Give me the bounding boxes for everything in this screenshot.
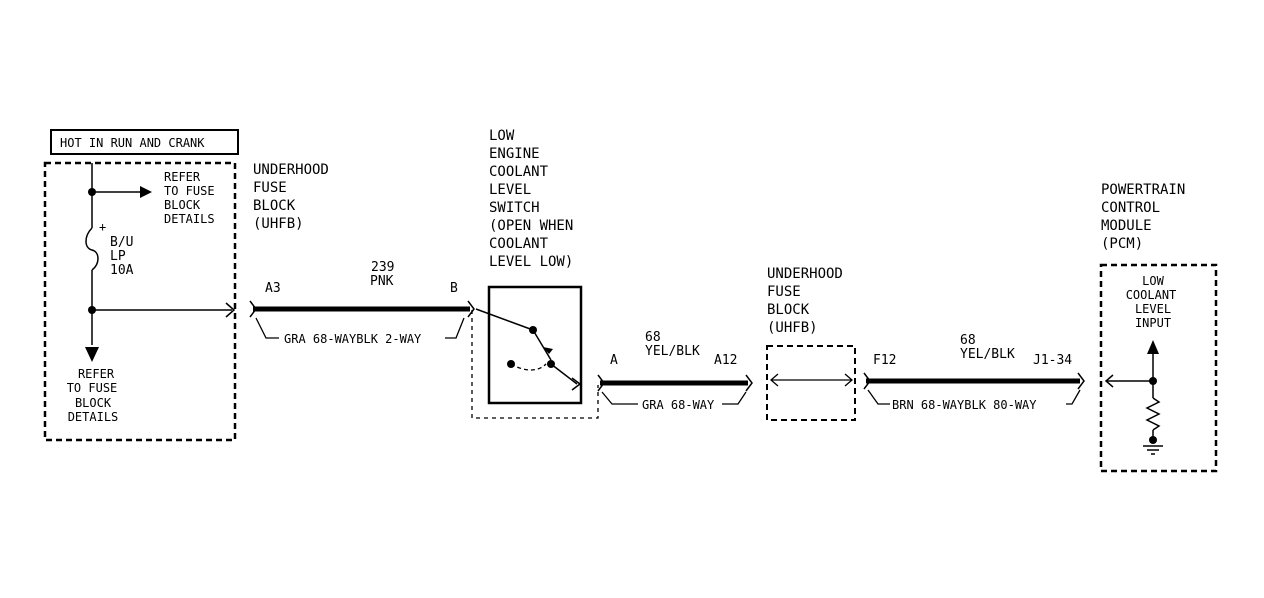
switch-out-chevron xyxy=(571,377,582,391)
switch-label-5: SWITCH xyxy=(489,200,540,216)
refer-top-1: REFER xyxy=(164,170,201,184)
switch-blade-arrow xyxy=(543,347,553,354)
fuse-output-chevron xyxy=(225,302,236,318)
wire2-left-end xyxy=(597,374,605,392)
switch-label-1: LOW xyxy=(489,128,515,144)
refer-bottom-3: BLOCK xyxy=(75,396,112,410)
uhfb1-label-3: BLOCK xyxy=(253,198,296,214)
wire1-circuit: 239 xyxy=(371,260,394,275)
uhfb2-label-1: UNDERHOOD xyxy=(767,266,843,282)
refer-bottom-4: DETAILS xyxy=(68,410,119,424)
uhfb1-label-1: UNDERHOOD xyxy=(253,162,329,178)
switch-label-6: (OPEN WHEN xyxy=(489,218,573,234)
refer-top-3: BLOCK xyxy=(164,198,201,212)
pcm-input-chevron xyxy=(1104,374,1114,388)
wire2-pin-right: A12 xyxy=(714,353,737,368)
uhfb2-left-chevron xyxy=(770,373,779,387)
wire1-pin-right: B xyxy=(450,281,458,296)
pcm-label-2: CONTROL xyxy=(1101,200,1160,216)
pcm-label-4: (PCM) xyxy=(1101,236,1143,252)
refer-top-4: DETAILS xyxy=(164,212,215,226)
wire3-circuit: 68 xyxy=(960,333,976,348)
pcm-input-3: LEVEL xyxy=(1135,302,1171,316)
fuse-plus: + xyxy=(99,220,106,234)
wire1-color: PNK xyxy=(370,274,394,289)
uhfb2-label-2: FUSE xyxy=(767,284,801,300)
fuse-label-3: 10A xyxy=(110,263,134,278)
uhfb1-label-2: FUSE xyxy=(253,180,287,196)
wire2-connector: GRA 68-WAY xyxy=(642,398,715,412)
pcm-input-1: LOW xyxy=(1142,274,1164,288)
fuse-block-left-outline xyxy=(43,161,237,442)
wire3-color: YEL/BLK xyxy=(960,347,1015,362)
wire3-left-end xyxy=(863,372,871,390)
switch-label-3: COOLANT xyxy=(489,164,549,180)
pcm-label-3: MODULE xyxy=(1101,218,1152,234)
wire3-pin-left: F12 xyxy=(873,353,896,368)
pcm-resistor xyxy=(1145,397,1161,431)
uhfb2-label-4: (UHFB) xyxy=(767,320,818,336)
wire2-circuit: 68 xyxy=(645,330,661,345)
switch-label-8: LEVEL LOW) xyxy=(489,254,573,270)
wire3-pin-right: J1-34 xyxy=(1033,353,1072,368)
hot-label-box xyxy=(50,129,239,155)
wire3-connector: BRN 68-WAYBLK 80-WAY xyxy=(892,398,1037,412)
switch-label-2: ENGINE xyxy=(489,146,540,162)
wire2-right-end xyxy=(745,374,753,392)
uhfb2-right-chevron xyxy=(844,373,853,387)
uhfb2-outline xyxy=(766,345,856,421)
wire1-connector: GRA 68-WAYBLK 2-WAY xyxy=(284,332,422,346)
uhfb2-label-3: BLOCK xyxy=(767,302,810,318)
switch-label-7: COOLANT xyxy=(489,236,549,252)
refer-top-arrowhead xyxy=(140,186,152,198)
wire2-color: YEL/BLK xyxy=(645,344,700,359)
wire2-pin-left: A xyxy=(610,353,618,368)
refer-bottom-2: TO FUSE xyxy=(67,381,118,395)
refer-bottom-1: REFER xyxy=(78,367,115,381)
switch-blade xyxy=(532,329,552,361)
switch-label-4: LEVEL xyxy=(489,182,531,198)
wire1-pin-left: A3 xyxy=(265,281,281,296)
wire3-right-end xyxy=(1077,372,1085,390)
fuse-symbol xyxy=(85,227,99,271)
pcm-label-1: POWERTRAIN xyxy=(1101,182,1185,198)
wire2-connector-bracket xyxy=(601,391,747,405)
uhfb1-label-4: (UHFB) xyxy=(253,216,304,232)
wire1-left-end xyxy=(249,300,257,318)
wire1-connector-bracket xyxy=(255,317,465,339)
pcm-input-arrowhead xyxy=(1147,340,1159,354)
hot-label: HOT IN RUN AND CRANK xyxy=(60,136,205,150)
switch-dashed-outline xyxy=(471,310,599,419)
pcm-ground-node xyxy=(1149,436,1157,444)
switch-float-link xyxy=(510,363,547,371)
pcm-input-4: INPUT xyxy=(1135,316,1171,330)
switch-body xyxy=(487,285,583,405)
pcm-input-2: COOLANT xyxy=(1126,288,1177,302)
switch-out-line xyxy=(550,363,578,385)
wire1-right-end xyxy=(467,300,475,318)
switch-in-line xyxy=(475,308,534,331)
refer-top-2: TO FUSE xyxy=(164,184,215,198)
wire3-connector-bracket xyxy=(867,389,1081,405)
fuse-label-2: LP xyxy=(110,249,126,264)
refer-bottom-arrowhead xyxy=(85,347,99,362)
fuse-label-1: B/U xyxy=(110,235,133,250)
